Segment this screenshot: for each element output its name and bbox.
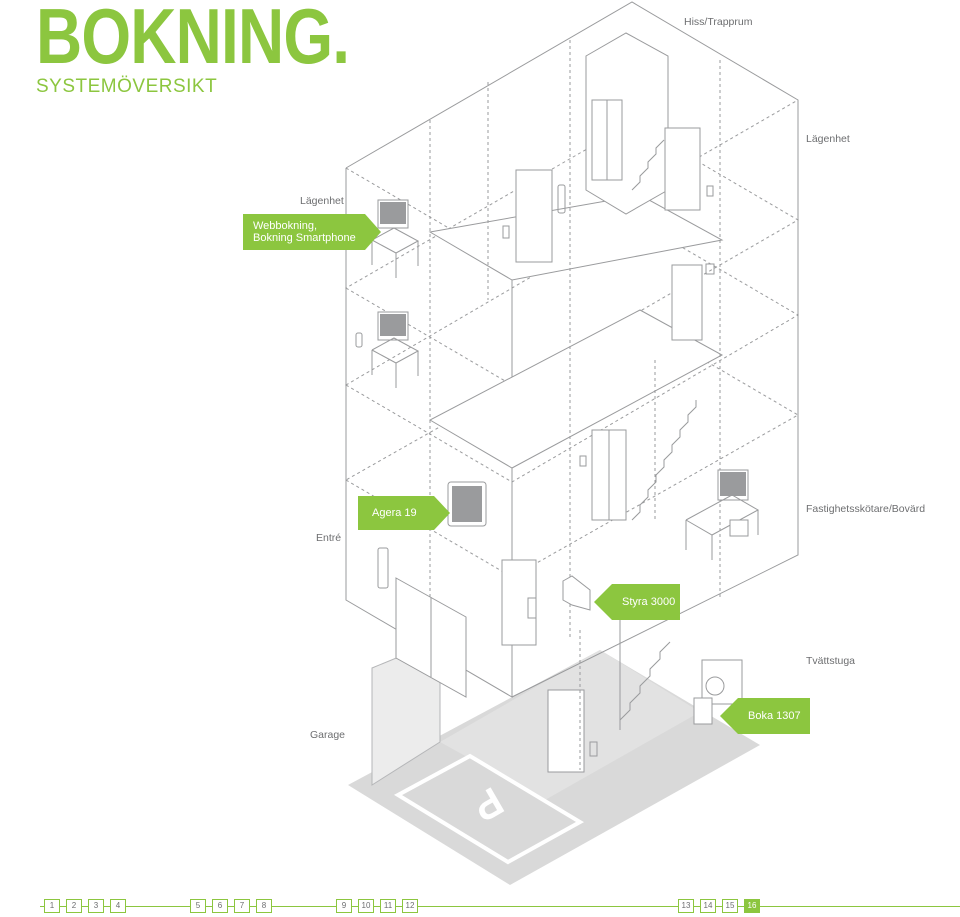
- page-link-5[interactable]: 5: [190, 899, 206, 913]
- page-link-3[interactable]: 3: [88, 899, 104, 913]
- arrow-right-icon: [434, 496, 450, 530]
- door-upper: [664, 127, 701, 211]
- page-link-11[interactable]: 11: [380, 899, 396, 913]
- door-middle: [671, 264, 703, 341]
- callout-webbokning: Webbokning, Bokning Smartphone: [243, 214, 381, 250]
- entrance-panel: [377, 547, 389, 589]
- callout-boka: Boka 1307: [720, 698, 810, 734]
- arrow-left-icon: [594, 584, 612, 620]
- page-link-10[interactable]: 10: [358, 899, 374, 913]
- arrow-right-icon: [365, 214, 381, 250]
- door-lower: [501, 559, 537, 646]
- page-link-6[interactable]: 6: [212, 899, 228, 913]
- callout-webbokning-line2: Bokning Smartphone: [253, 232, 356, 244]
- page-link-1[interactable]: 1: [44, 899, 60, 913]
- page-title: BOKNING.: [36, 0, 350, 80]
- floor-slab-corridor: [428, 194, 724, 281]
- page-link-9[interactable]: 9: [336, 899, 352, 913]
- door-apartment: [515, 169, 553, 263]
- label-lagenhet-right: Lägenhet: [806, 133, 850, 145]
- callout-boka-label: Boka 1307: [748, 710, 801, 722]
- page-link-13[interactable]: 13: [678, 899, 694, 913]
- page-link-7[interactable]: 7: [234, 899, 250, 913]
- callout-styra: Styra 3000: [594, 584, 680, 620]
- styra-cabinet: [562, 575, 591, 611]
- label-lagenhet-left: Lägenhet: [300, 195, 344, 207]
- page-subtitle: SYSTEMÖVERSIKT: [36, 76, 218, 97]
- label-fastighetsskotare: Fastighetsskötare/Bovärd: [806, 503, 926, 515]
- arrow-left-icon: [720, 698, 738, 734]
- label-entre: Entré: [316, 532, 342, 544]
- callout-styra-label: Styra 3000: [622, 596, 676, 608]
- label-tvattstuga: Tvättstuga: [806, 655, 856, 667]
- page-link-14[interactable]: 14: [700, 899, 716, 913]
- stairs-lower: [619, 641, 671, 721]
- floor-slab-middle: [345, 217, 799, 483]
- page-link-12[interactable]: 12: [402, 899, 418, 913]
- pager-line: [40, 906, 960, 907]
- callout-webbokning-line1: Webbokning,: [253, 220, 318, 232]
- parking-marking: [393, 753, 584, 865]
- page-link-16[interactable]: 16: [744, 899, 760, 913]
- page-link-4[interactable]: 4: [110, 899, 126, 913]
- page-link-2[interactable]: 2: [66, 899, 82, 913]
- washing-machine: [701, 659, 743, 705]
- stairs-upper: [631, 139, 665, 191]
- page-link-8[interactable]: 8: [256, 899, 272, 913]
- callout-agera: Agera 19: [358, 496, 450, 530]
- callout-agera-label: Agera 19: [372, 507, 417, 519]
- page-link-15[interactable]: 15: [722, 899, 738, 913]
- label-garage: Garage: [310, 729, 346, 741]
- stairs-main: [631, 400, 697, 521]
- boka-panel: [693, 697, 713, 725]
- door-garage: [547, 689, 585, 773]
- label-hiss-trapprum: Hiss/Trapprum: [684, 16, 753, 28]
